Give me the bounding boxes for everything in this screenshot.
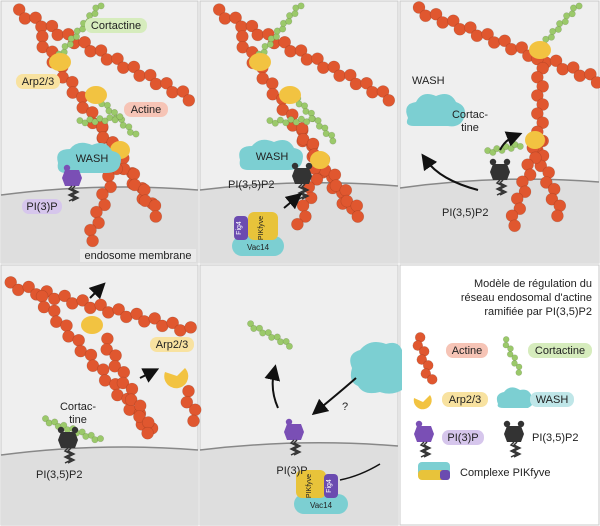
legend-pi35p2: PI(3,5)P2 xyxy=(532,432,578,444)
legend-actin-beads xyxy=(412,332,438,385)
label-pi3p: PI(3)P xyxy=(276,465,307,477)
legend-actine: Actine xyxy=(452,345,483,357)
label-membrane: endosome membrane xyxy=(84,250,191,262)
actin-filament xyxy=(412,1,600,89)
pikfyve-complex: Vac14 PIKfyve Fig4 xyxy=(294,470,348,514)
label-cortactine-line2: tine xyxy=(461,122,479,134)
label-cortactine-line2: tine xyxy=(69,414,87,426)
label-pi3p: PI(3)P xyxy=(26,201,57,213)
label-wash: WASH xyxy=(412,75,445,87)
label-pi35p2: PI(3,5)P2 xyxy=(228,179,274,191)
legend-arp23-icon xyxy=(413,395,432,410)
arp23-free xyxy=(164,368,189,389)
legend-wash: WASH xyxy=(536,394,569,406)
actin-filament xyxy=(295,122,365,223)
label-wash: WASH xyxy=(76,153,109,165)
label-arp23: Arp2/3 xyxy=(22,76,54,88)
label-question: ? xyxy=(342,401,348,413)
arp23-complex xyxy=(85,86,107,104)
label-vac14: Vac14 xyxy=(310,501,333,510)
actin-filament xyxy=(505,134,547,233)
wash-cloud xyxy=(406,94,465,127)
actin-filament xyxy=(180,384,202,428)
label-cortactine-line1: Cortac- xyxy=(60,401,96,413)
wash-cloud xyxy=(350,342,402,394)
legend-wash-icon xyxy=(496,387,534,408)
legend-cortactine: Cortactine xyxy=(535,345,585,357)
legend-pikfyve-icon xyxy=(418,462,450,480)
arrow xyxy=(264,364,281,409)
arrow xyxy=(283,192,303,210)
label-actine: Actine xyxy=(131,104,162,116)
actin-filament xyxy=(212,3,396,107)
membrane-panel-3 xyxy=(400,179,599,263)
label-pikfyve: PIKfyve xyxy=(258,216,265,240)
label-arp23: Arp2/3 xyxy=(156,339,188,351)
label-pi35p2: PI(3,5)P2 xyxy=(442,207,488,219)
arp23-complex xyxy=(529,41,551,59)
arp23-complex xyxy=(49,53,71,71)
legend-actin-icon xyxy=(412,332,438,385)
actin-filament xyxy=(35,289,159,435)
wash-cloud xyxy=(239,139,303,170)
arrow xyxy=(499,131,523,151)
label-cortactine-line1: Cortac- xyxy=(452,109,488,121)
membrane-insertion xyxy=(339,463,381,481)
cortactin-chain xyxy=(55,2,105,58)
arrow xyxy=(311,377,357,416)
legend-title-line1: Modèle de régulation du xyxy=(474,278,592,290)
label-fig4: Fig4 xyxy=(236,221,243,235)
legend-title-line2: réseau endosomal d'actine xyxy=(461,292,592,304)
legend-arp23: Arp2/3 xyxy=(449,394,481,406)
cortactin-chain xyxy=(76,113,124,127)
cortactin-chain xyxy=(247,320,293,350)
legend-complexe: Complexe PIKfyve xyxy=(460,467,550,479)
cortactin-chain xyxy=(266,115,316,127)
actin-filament xyxy=(100,332,155,440)
arrow xyxy=(139,368,160,383)
arrow xyxy=(88,282,106,300)
label-cortactine: Cortactine xyxy=(91,20,141,32)
pikfyve-complex: Vac14 Fig4 PIKfyve xyxy=(232,212,284,256)
arp23-complex xyxy=(81,316,103,334)
wash-cloud xyxy=(57,142,121,173)
label-vac14: Vac14 xyxy=(247,243,270,252)
membrane-panel-4 xyxy=(1,446,198,525)
label-fig4: Fig4 xyxy=(326,479,333,493)
label-pi35p2: PI(3,5)P2 xyxy=(36,469,82,481)
arp23-complex xyxy=(525,131,545,149)
legend-title-line3: ramifiée par PI(3,5)P2 xyxy=(484,306,592,318)
legend-cortactin-beads xyxy=(502,336,523,376)
label-wash: WASH xyxy=(256,151,289,163)
arp23-complex xyxy=(249,53,271,71)
arp23-complex xyxy=(279,86,301,104)
arp23-complex xyxy=(310,151,330,169)
arrow xyxy=(421,153,479,191)
legend-pi3p: PI(3)P xyxy=(447,432,478,444)
legend-cortactin-icon xyxy=(502,336,523,376)
label-pikfyve: PIKfyve xyxy=(306,474,313,498)
